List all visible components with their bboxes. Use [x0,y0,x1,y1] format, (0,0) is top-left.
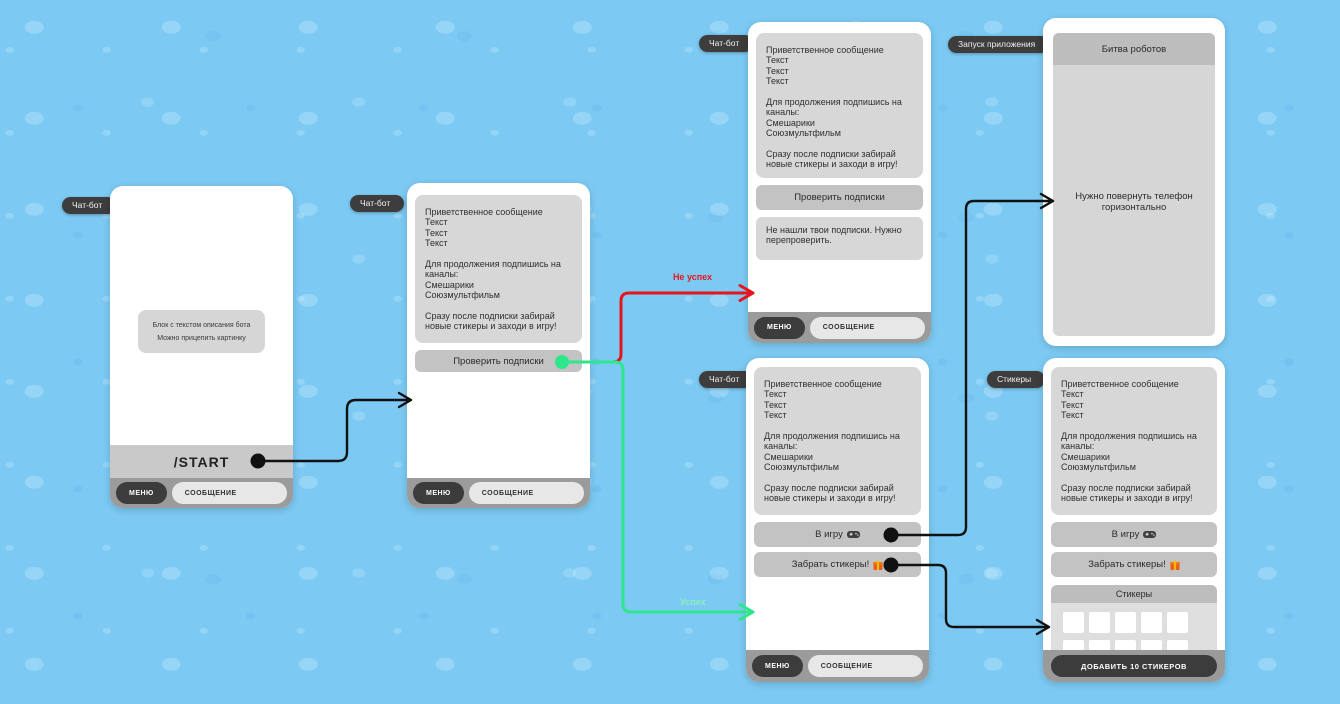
chat-input-bar: МЕНЮ СООБЩЕНИЕ [748,312,931,343]
message-input[interactable]: СООБЩЕНИЕ [468,482,584,504]
sticker-slot [1141,640,1162,650]
to-game-button[interactable]: В игру [1051,522,1217,547]
add-stickers-button[interactable]: ДОБАВИТЬ 10 СТИКЕРОВ [1051,655,1217,677]
welcome-message-block: Приветственное сообщение Текст Текст Тек… [1051,367,1217,515]
phone-app: Битва роботов Нужно повернуть телефон го… [1043,18,1225,346]
check-subscriptions-label: Проверить подписки [453,355,544,367]
tag-app-launch: Запуск приложения [948,36,1050,53]
tag-stickers: Стикеры [987,371,1046,388]
chat-input-bar: МЕНЮ СООБЩЕНИЕ [746,650,929,682]
check-subscriptions-label: Проверить подписки [794,192,885,203]
gamepad-icon [1143,531,1157,538]
menu-button[interactable]: МЕНЮ [752,655,803,677]
to-game-label: В игру [1111,529,1140,540]
fail-message-block: Не нашли твои подписки. Нужно перепровер… [756,217,923,260]
message-input[interactable]: СООБЩЕНИЕ [171,482,287,504]
rotate-hint-text: Нужно повернуть телефон горизонтально [1075,191,1193,213]
check-subscriptions-button[interactable]: Проверить подписки [756,185,923,210]
tag-chat-bot-1: Чат-бот [62,197,117,214]
sticker-slot [1115,612,1136,633]
message-input[interactable]: СООБЩЕНИЕ [807,655,923,677]
sticker-pack-panel: Стикеры [1051,585,1217,650]
sticker-slot [1089,612,1110,633]
gamepad-icon [846,531,860,538]
phone-success: Приветственное сообщение Текст Текст Тек… [746,358,929,682]
gift-icon [873,559,884,570]
menu-button[interactable]: МЕНЮ [116,482,167,504]
sticker-slot [1089,640,1110,650]
to-game-button[interactable]: В игру [754,522,921,547]
sticker-slot [1063,612,1084,633]
welcome-message-block: Приветственное сообщение Текст Текст Тек… [415,195,582,343]
phone-fail: Приветственное сообщение Текст Текст Тек… [748,22,931,343]
phone-stickers: Приветственное сообщение Текст Текст Тек… [1043,358,1225,682]
menu-button[interactable]: МЕНЮ [413,482,464,504]
fail-arrow-label: Не успех [672,272,713,282]
phone-welcome: Приветственное сообщение Текст Текст Тек… [407,183,590,508]
check-subscriptions-button[interactable]: Проверить подписки [415,350,582,372]
sticker-slot [1167,612,1188,633]
fail-arrow [560,284,755,364]
get-stickers-label: Забрать стикеры! [1088,559,1166,570]
get-stickers-label: Забрать стикеры! [791,559,870,570]
menu-button[interactable]: МЕНЮ [754,316,805,339]
game-title-bar: Битва роботов [1053,33,1215,65]
chat-input-bar: МЕНЮ СООБЩЕНИЕ [110,478,293,508]
message-input[interactable]: СООБЩЕНИЕ [809,316,925,339]
tag-chat-bot-2: Чат-бот [350,195,405,212]
phone-start: Блок с текстом описания бота Можно прице… [110,186,293,508]
success-arrow-label: Успех [680,597,706,607]
sticker-slot [1167,640,1188,650]
welcome-message-block: Приветственное сообщение Текст Текст Тек… [756,33,923,178]
game-screen: Битва роботов Нужно повернуть телефон го… [1053,33,1215,336]
gift-icon [1169,559,1180,570]
chat-input-bar: МЕНЮ СООБЩЕНИЕ [407,478,590,508]
sticker-slot [1141,612,1162,633]
start-command-button[interactable]: /START [110,445,293,478]
sticker-grid [1051,603,1217,650]
success-arrow [560,360,755,621]
get-stickers-button[interactable]: Забрать стикеры! [1051,552,1217,577]
tag-chat-bot-3: Чат-бот [699,35,754,52]
sticker-pack-title: Стикеры [1051,585,1217,603]
sticker-slot [1063,640,1084,650]
bottom-action-bar: ДОБАВИТЬ 10 СТИКЕРОВ [1043,650,1225,682]
bot-description-block: Блок с текстом описания бота Можно прице… [138,310,265,353]
sticker-slot [1115,640,1136,650]
get-stickers-button[interactable]: Забрать стикеры! [754,552,921,577]
welcome-message-block: Приветственное сообщение Текст Текст Тек… [754,367,921,515]
to-game-label: В игру [815,529,843,540]
